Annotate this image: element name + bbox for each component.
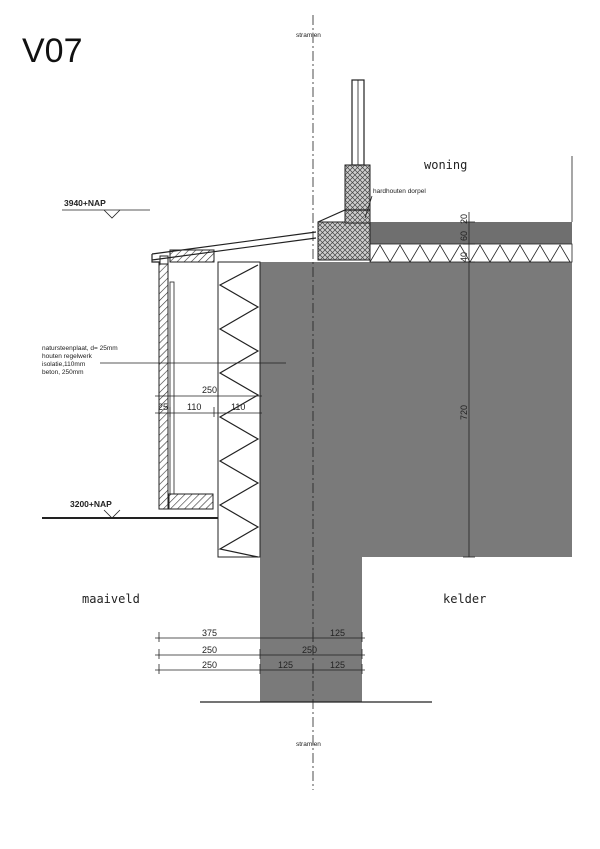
dim-foundation-row2-total: 250: [202, 645, 217, 655]
hardwood-sill: [317, 221, 371, 261]
level-label-upper: 3940+NAP: [64, 198, 106, 208]
door-sill-assembly: [317, 79, 371, 261]
wall-insulation-zigzag: [218, 264, 260, 558]
sheet-title: V07: [22, 32, 83, 70]
dim-wall-height: 720: [459, 405, 469, 420]
timber-batten: [169, 281, 175, 495]
concrete-floor-and-wall: [260, 262, 572, 702]
drip-edge: [159, 255, 169, 265]
wall-layer-3: isolatie,110mm: [42, 361, 85, 368]
floor-buildup: [369, 222, 573, 263]
dim-foundation-row3-total: 250: [202, 660, 217, 670]
concrete-structure: [260, 262, 572, 702]
dim-floor-layer-1: 20: [459, 214, 469, 224]
level-label-lower: 3200+NAP: [70, 499, 112, 509]
dim-floor-layer-2: 60: [459, 231, 469, 241]
top-stone-block: [169, 249, 215, 263]
level-marker-lower: 3200+NAP: [70, 499, 121, 519]
bottom-stone-sill: [168, 493, 214, 510]
cladding: [151, 231, 317, 510]
foundation-dimensions: 375 125 250 250 250 125 125: [155, 628, 365, 674]
dim-foundation-row1-right: 125: [330, 628, 345, 638]
sill-slope: [317, 209, 370, 223]
wall-layer-1: natursteenplaat, d= 25mm: [42, 345, 118, 352]
stramien-label-bottom: stramien: [296, 741, 321, 748]
wall-insulation: [217, 261, 261, 558]
wall-layer-4: beton, 250mm: [42, 369, 84, 376]
dim-wall-part-3: 110: [231, 402, 245, 412]
stone-cladding-plate: [158, 261, 169, 510]
dim-foundation-row2-right: 250: [302, 645, 317, 655]
dim-floor-layer-3: 40: [459, 252, 469, 262]
wall-layer-annotations: natursteenplaat, d= 25mm houten regelwer…: [42, 345, 286, 376]
vertical-dimension-chain: 20 60 40 720: [459, 212, 475, 558]
zone-label-woning: woning: [424, 158, 467, 172]
dim-wall-total: 250: [202, 385, 217, 395]
level-marker-upper: 3940+NAP: [62, 198, 150, 219]
dim-foundation-row1-total: 375: [202, 628, 217, 638]
sill-annotation: hardhouten dorpel: [373, 188, 426, 195]
dim-foundation-row3-right: 125: [330, 660, 345, 670]
sill-leader: [364, 195, 373, 219]
coping-line: [151, 231, 317, 263]
dim-wall-part-1: 25: [158, 402, 168, 412]
floor-screed: [370, 222, 572, 244]
dim-wall-part-2: 110: [187, 402, 201, 412]
wall-dimension-chain: 250 25 110 110: [155, 385, 262, 417]
zone-label-maaiveld: maaiveld: [82, 592, 140, 606]
dim-foundation-row3-mid: 125: [278, 660, 293, 670]
floor-insulation: [369, 243, 573, 263]
zone-label-kelder: kelder: [443, 592, 486, 606]
stramien-label-top: stramien: [296, 32, 321, 39]
wall-layer-2: houten regelwerk: [42, 353, 93, 360]
